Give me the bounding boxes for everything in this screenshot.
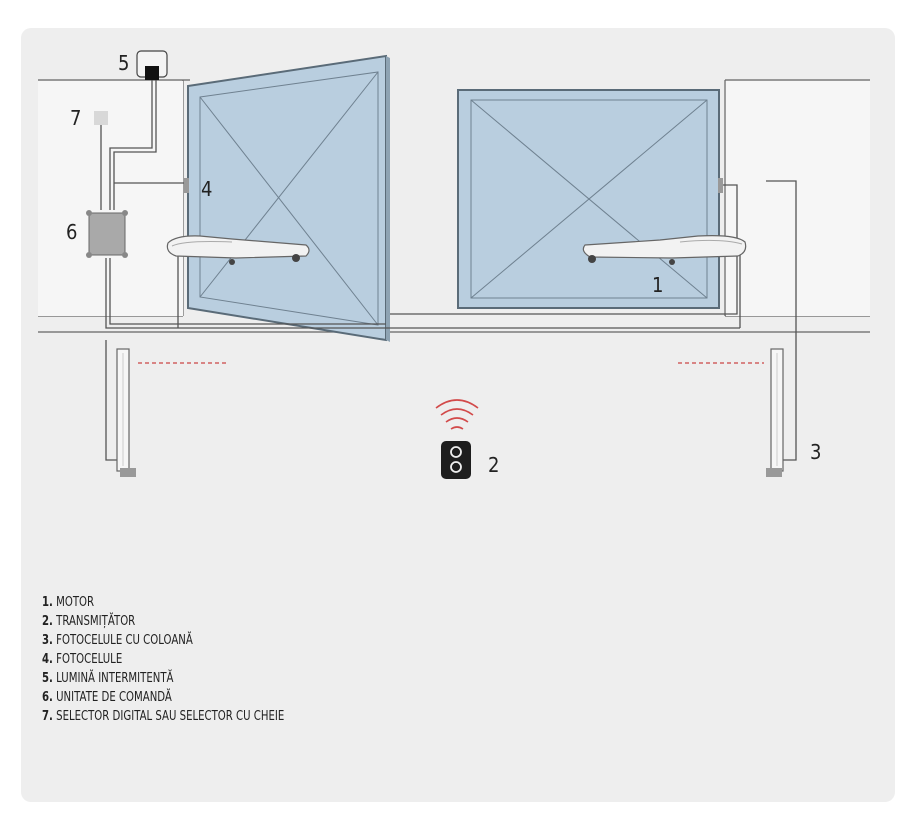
callout-1: 1 bbox=[652, 273, 663, 297]
callout-6: 6 bbox=[66, 220, 77, 244]
legend-item: 5. LUMINĂ INTERMITENTĂ bbox=[42, 671, 174, 686]
legend-item: 4. FOTOCELULE bbox=[42, 652, 123, 667]
control-unit bbox=[86, 210, 128, 258]
right-gate-leaf bbox=[457, 89, 720, 309]
transmitter bbox=[435, 399, 479, 479]
legend-item: 2. TRANSMIȚĂTOR bbox=[42, 614, 136, 629]
callout-5: 5 bbox=[118, 51, 129, 75]
legend-item: 1. MOTOR bbox=[42, 595, 95, 610]
legend-item: 6. UNITATE DE COMANDĂ bbox=[42, 690, 172, 705]
flashing-light bbox=[136, 50, 168, 80]
legend: 1. MOTOR 2. TRANSMIȚĂTOR 3. FOTOCELULE C… bbox=[42, 593, 284, 726]
photocell-right bbox=[718, 178, 723, 193]
callout-4: 4 bbox=[201, 177, 212, 201]
motor-left bbox=[166, 235, 310, 265]
photocell-column-right bbox=[766, 348, 784, 477]
legend-item: 7. SELECTOR DIGITAL SAU SELECTOR CU CHEI… bbox=[42, 709, 285, 724]
callout-2: 2 bbox=[488, 453, 499, 477]
selector-device bbox=[94, 111, 108, 125]
callout-7: 7 bbox=[70, 106, 81, 130]
photocell-left bbox=[184, 178, 189, 193]
legend-item: 3. FOTOCELULE CU COLOANĂ bbox=[42, 633, 193, 648]
right-wall bbox=[726, 81, 870, 316]
left-gate-leaf bbox=[187, 54, 390, 342]
photocell-column-left bbox=[116, 348, 136, 477]
motor-right bbox=[582, 235, 747, 265]
callout-3: 3 bbox=[810, 440, 821, 464]
